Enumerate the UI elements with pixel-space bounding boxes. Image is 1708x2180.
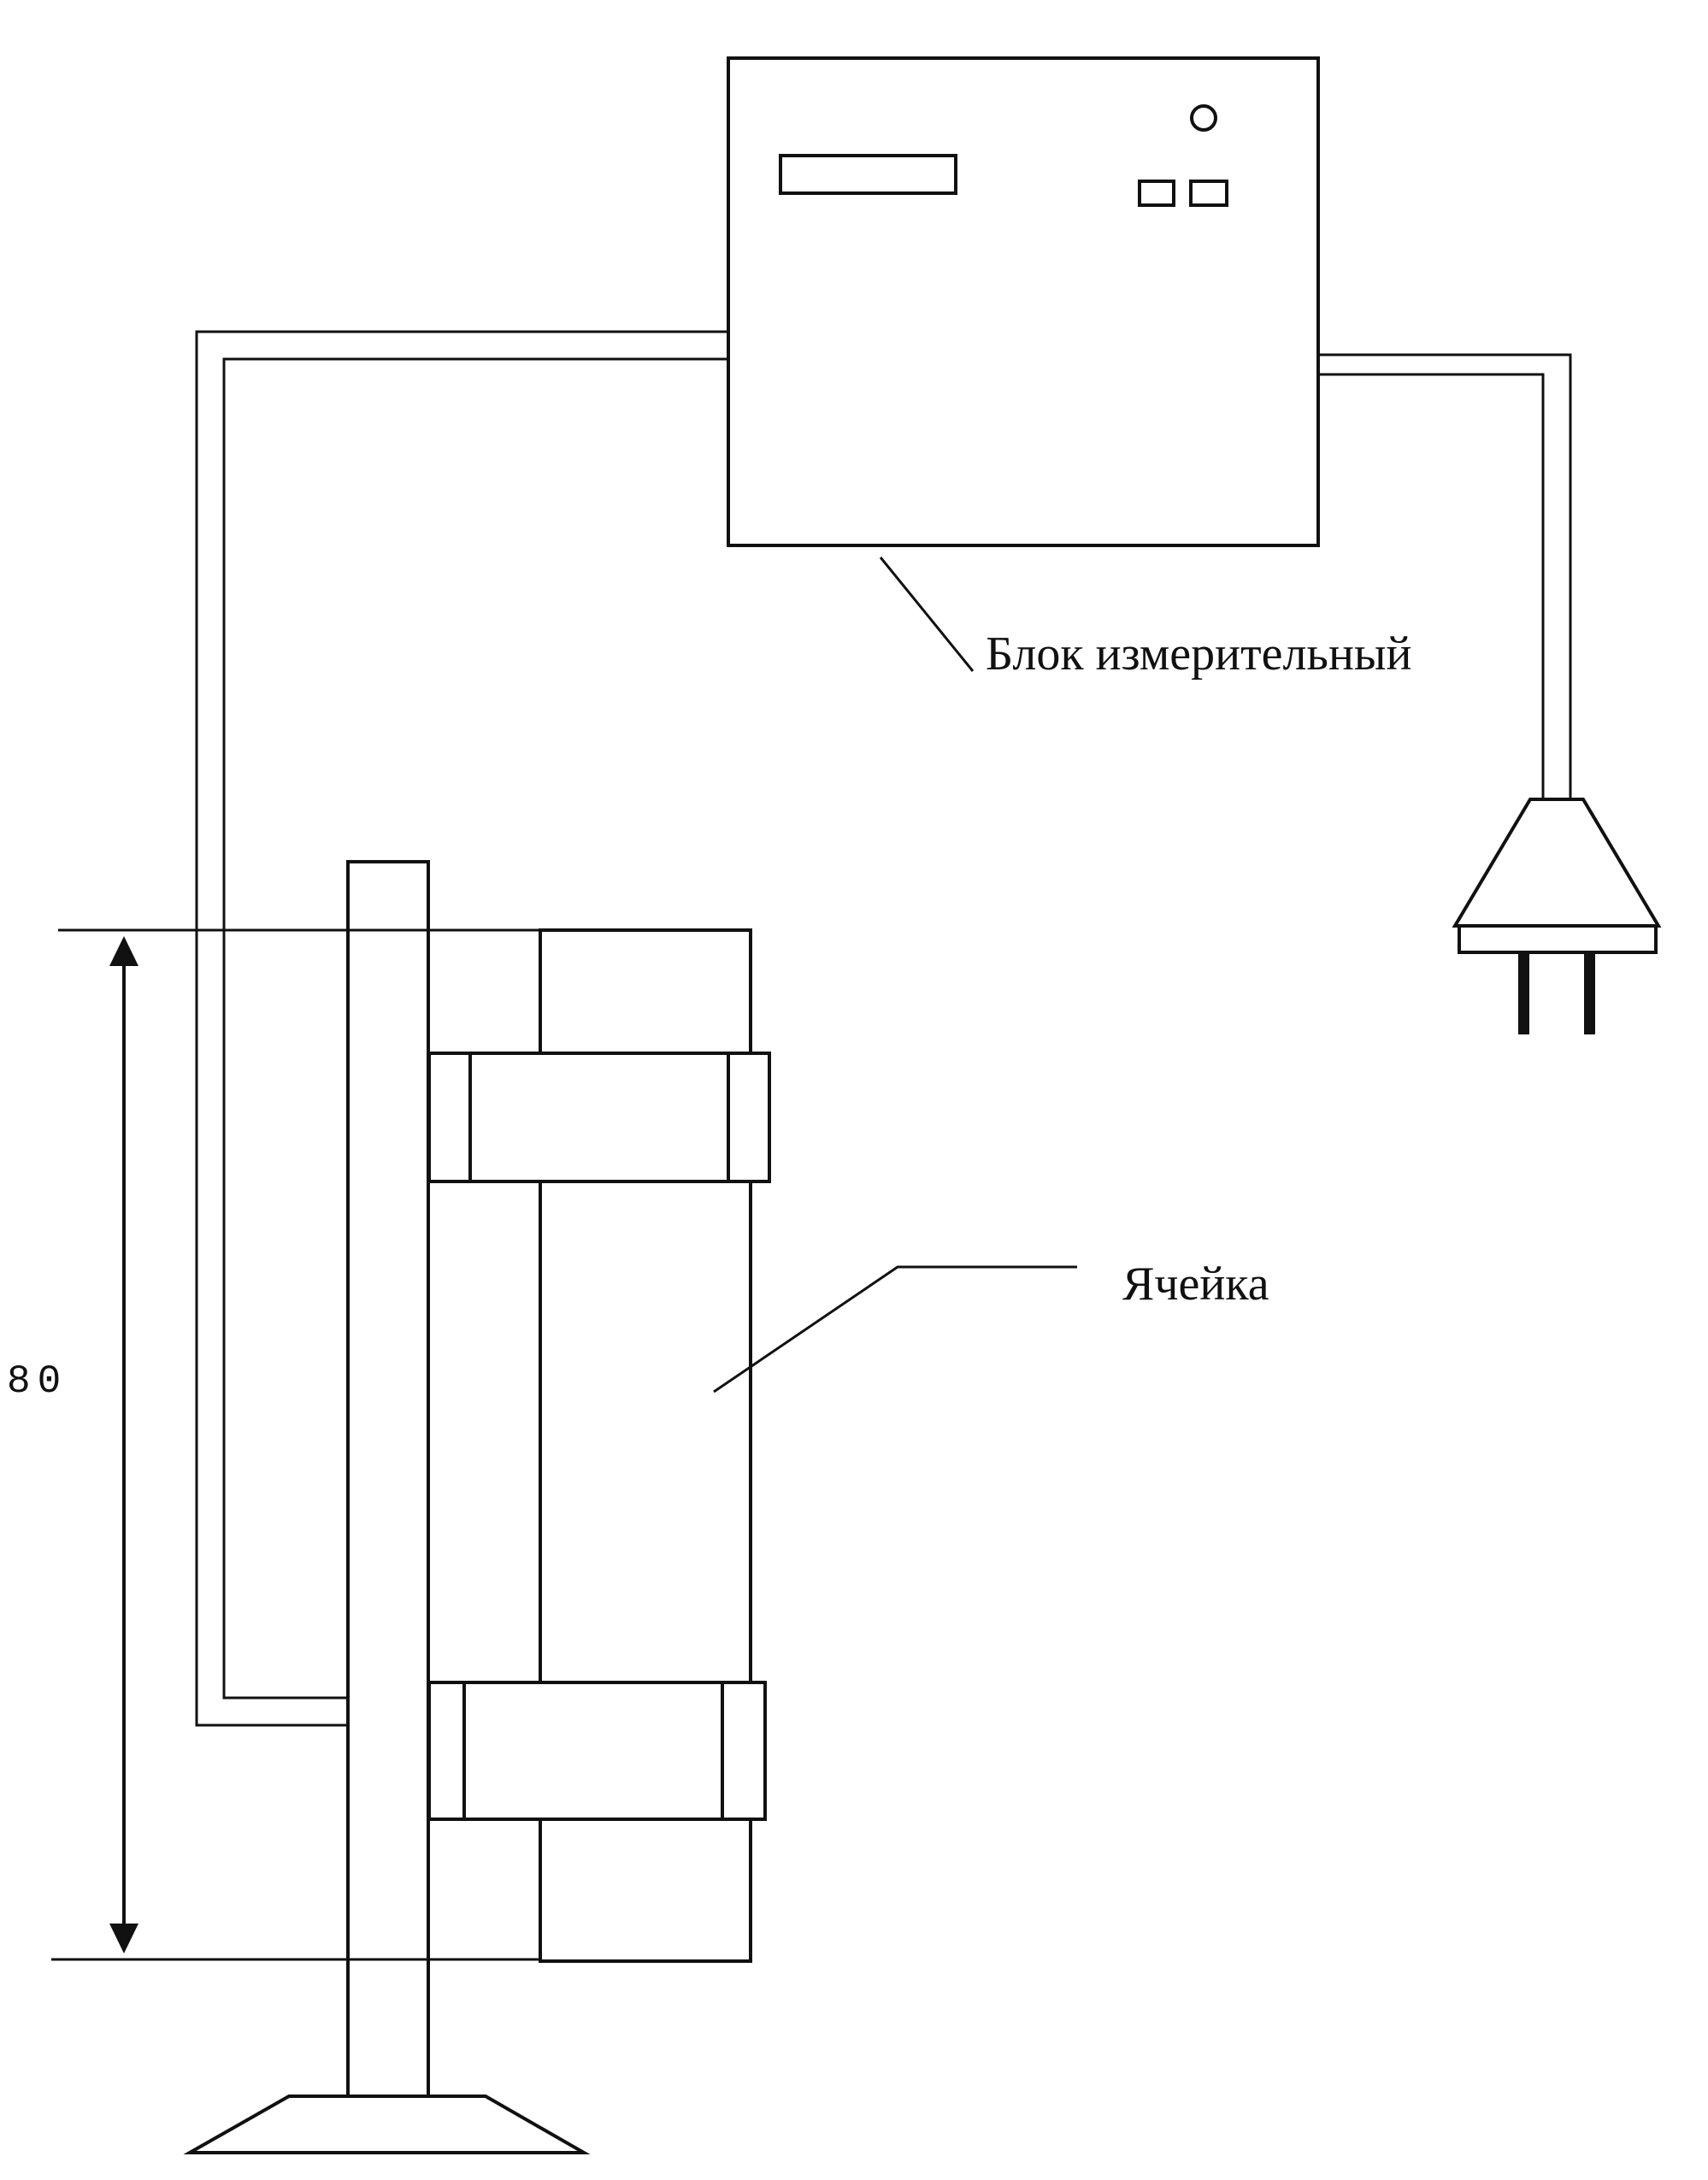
measuring-unit-display [779, 154, 957, 195]
cell-leader [713, 1265, 1077, 1393]
measuring-unit-label: Блок измерительный [986, 627, 1412, 681]
arrow-up-icon [109, 936, 138, 966]
stand-rod [346, 860, 430, 2098]
control-button-right [1189, 180, 1228, 207]
cell [427, 928, 752, 1963]
stand [183, 860, 591, 2154]
arrow-down-icon [109, 1924, 138, 1953]
lower-clamp [427, 1681, 767, 1821]
stand-base [183, 2095, 591, 2154]
control-button-left [1138, 180, 1175, 207]
indicator-lamp-icon [1190, 104, 1217, 132]
power-plug-icon [1452, 798, 1662, 1034]
measuring-unit-leader [879, 557, 975, 672]
dimension-label: 80 [7, 1359, 68, 1404]
cell-tube [539, 928, 752, 1963]
measuring-unit [727, 56, 1320, 547]
measuring-unit-body [727, 56, 1320, 547]
signal-cable [195, 330, 728, 1727]
power-cable [1318, 353, 1572, 799]
dimension-marker [51, 928, 540, 1961]
upper-clamp [427, 1052, 771, 1183]
cell-label: Ячейка [1122, 1258, 1269, 1311]
